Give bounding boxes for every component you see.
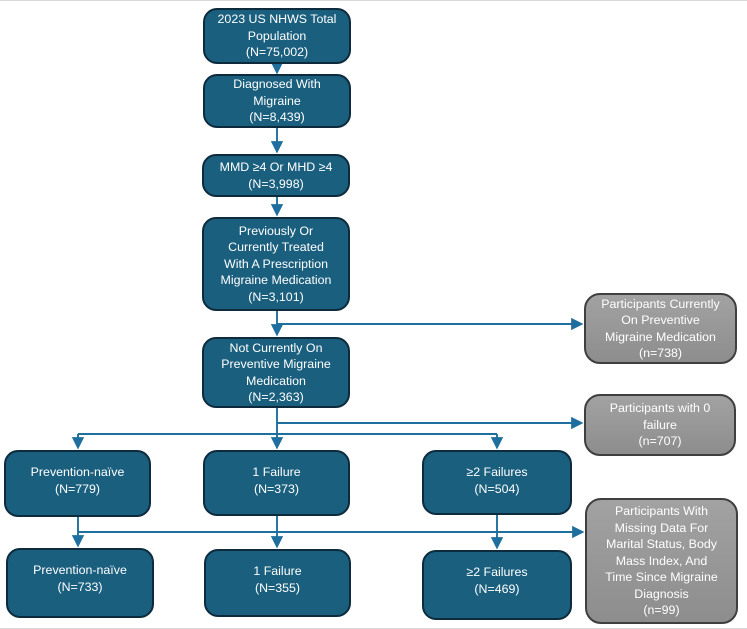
node-excluded-0-failure: Participants with 0 failure (n=707) bbox=[584, 394, 736, 456]
node-1-failure-373: 1 Failure (N=373) bbox=[203, 450, 350, 516]
node-total-population: 2023 US NHWS Total Population (N=75,002) bbox=[203, 8, 351, 64]
node-diagnosed-migraine: Diagnosed With Migraine (N=8,439) bbox=[203, 74, 351, 128]
node-1-failure-355: 1 Failure (N=355) bbox=[204, 549, 351, 617]
node-mmd-mhd-criteria: MMD ≥4 Or MHD ≥4 (N=3,998) bbox=[202, 154, 350, 197]
node-prevention-naive-779: Prevention-naïve (N=779) bbox=[4, 450, 151, 517]
node-treated-prescription: Previously Or Currently Treated With A P… bbox=[202, 217, 350, 311]
node-excluded-missing-data: Participants With Missing Data For Marit… bbox=[585, 498, 738, 624]
node-not-on-preventive: Not Currently On Preventive Migraine Med… bbox=[202, 337, 350, 408]
node-2plus-failures-504: ≥2 Failures (N=504) bbox=[422, 450, 572, 515]
node-prevention-naive-733: Prevention-naïve (N=733) bbox=[6, 548, 154, 618]
node-2plus-failures-469: ≥2 Failures (N=469) bbox=[422, 550, 572, 620]
node-excluded-on-preventive: Participants Currently On Preventive Mig… bbox=[584, 293, 737, 364]
